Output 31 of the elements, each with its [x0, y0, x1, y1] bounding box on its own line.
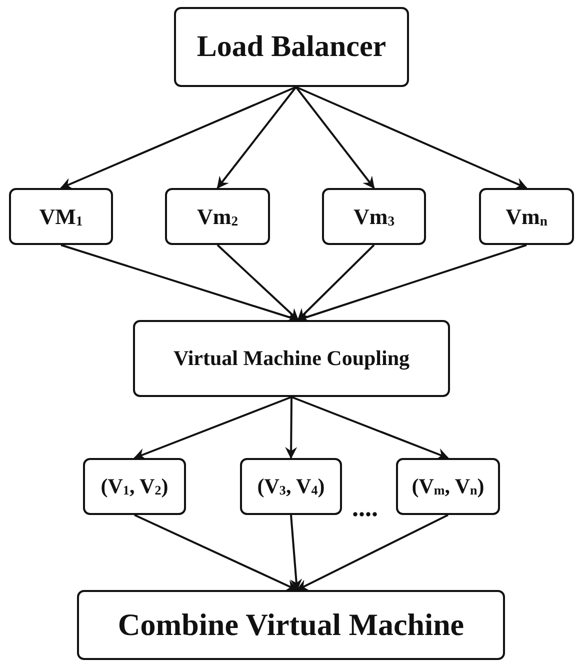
process-box [322, 188, 426, 245]
process-box [479, 188, 574, 245]
arrow [60, 86, 296, 190]
arrow [296, 86, 528, 190]
process-box [165, 188, 270, 245]
ellipsis-text: .... [352, 498, 378, 518]
arrow [216, 244, 299, 321]
box-label: Vm$_{2}$ [196, 204, 238, 230]
arrow [296, 514, 448, 591]
process-box [240, 458, 342, 515]
arrow [297, 244, 375, 321]
arrow [216, 86, 297, 189]
arrow [291, 396, 449, 460]
process-box [9, 188, 113, 245]
arrow [297, 244, 527, 322]
arrow [134, 514, 298, 591]
arrow [295, 86, 375, 189]
process-box [133, 320, 450, 397]
arrow [134, 396, 292, 460]
box-label: Combine Virtual Machine [118, 607, 464, 643]
box-label: Load Balancer [196, 30, 386, 64]
process-box [77, 590, 505, 660]
arrow [290, 514, 302, 591]
box-label: Virtual Machine Coupling [173, 346, 410, 371]
process-box [174, 7, 409, 87]
arrow [285, 397, 298, 459]
box-label: Vm$_{3}$ [353, 204, 395, 230]
box-label: VM$_{1}$ [39, 204, 83, 230]
box-label: Vm$_{n}$ [506, 204, 548, 230]
process-box [396, 458, 500, 515]
process-box [83, 458, 186, 515]
